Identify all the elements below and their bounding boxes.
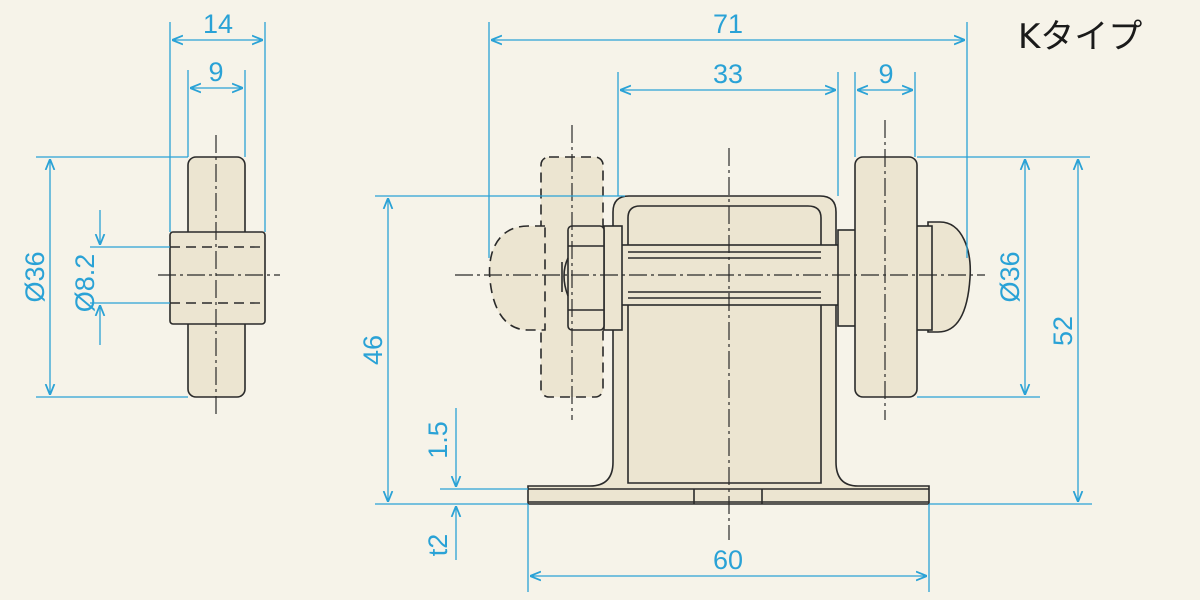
nut-chamfer [563, 257, 569, 297]
side-dimensions: 14 9 Ø36 Ø8.2 [20, 9, 266, 398]
type-title: Kタイプ [1018, 17, 1142, 57]
dim-front-wheel-width: 9 [878, 59, 893, 89]
dim-overall-height: 52 [1048, 316, 1078, 346]
front-right-wheel [854, 156, 918, 398]
front-dimensions: 71 33 9 46 1.5 t2 60 Ø36 52 [358, 9, 1092, 592]
dim-axle-height: 46 [358, 335, 388, 365]
front-left-cap-nut [488, 225, 546, 331]
dim-overall-width: 71 [713, 9, 743, 39]
front-left-hex-nut [567, 225, 605, 331]
dim-thickness: t2 [423, 534, 453, 557]
dim-side-hole-dia: Ø8.2 [70, 254, 100, 313]
front-right-washer [915, 225, 933, 331]
dim-front-wheel-dia: Ø36 [995, 251, 1025, 302]
dim-inner-width: 33 [713, 59, 743, 89]
front-view [455, 120, 985, 540]
side-hub [169, 231, 266, 325]
front-right-cap-nut [927, 221, 972, 333]
side-view [158, 135, 280, 418]
dim-offset: 1.5 [423, 421, 453, 459]
dim-side-wheel-width: 9 [208, 57, 223, 87]
dim-side-width: 14 [203, 9, 233, 39]
front-left-washer [603, 225, 623, 331]
dim-base-length: 60 [713, 545, 743, 575]
dim-side-wheel-dia: Ø36 [20, 251, 50, 302]
